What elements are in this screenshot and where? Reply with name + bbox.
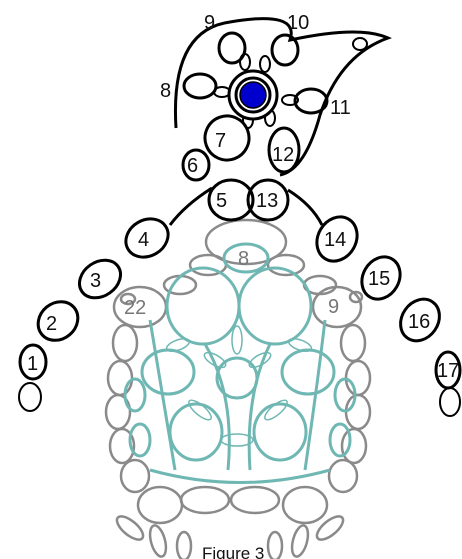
label-17: 17 bbox=[437, 360, 459, 382]
body-inner-rings bbox=[125, 244, 355, 483]
label-6: 6 bbox=[187, 155, 198, 177]
label-2: 2 bbox=[46, 313, 57, 335]
label-11: 11 bbox=[330, 97, 351, 119]
label-16: 16 bbox=[408, 311, 430, 333]
label-13: 13 bbox=[256, 190, 278, 212]
label-12: 12 bbox=[272, 144, 294, 166]
label-14: 14 bbox=[324, 229, 346, 251]
label-8-head: 8 bbox=[160, 80, 171, 102]
label-7: 7 bbox=[215, 130, 226, 152]
label-3: 3 bbox=[90, 270, 101, 292]
label-1: 1 bbox=[27, 353, 38, 375]
label-4: 4 bbox=[138, 229, 149, 251]
eye bbox=[229, 71, 277, 119]
label-15: 15 bbox=[368, 268, 390, 290]
label-22: 22 bbox=[124, 297, 146, 319]
label-10: 10 bbox=[287, 12, 309, 34]
label-5: 5 bbox=[216, 190, 227, 212]
label-8-body: 8 bbox=[238, 248, 249, 270]
label-9-body: 9 bbox=[328, 296, 339, 318]
figure-caption: Figure 3 bbox=[202, 544, 264, 559]
label-9-head: 9 bbox=[204, 12, 215, 34]
